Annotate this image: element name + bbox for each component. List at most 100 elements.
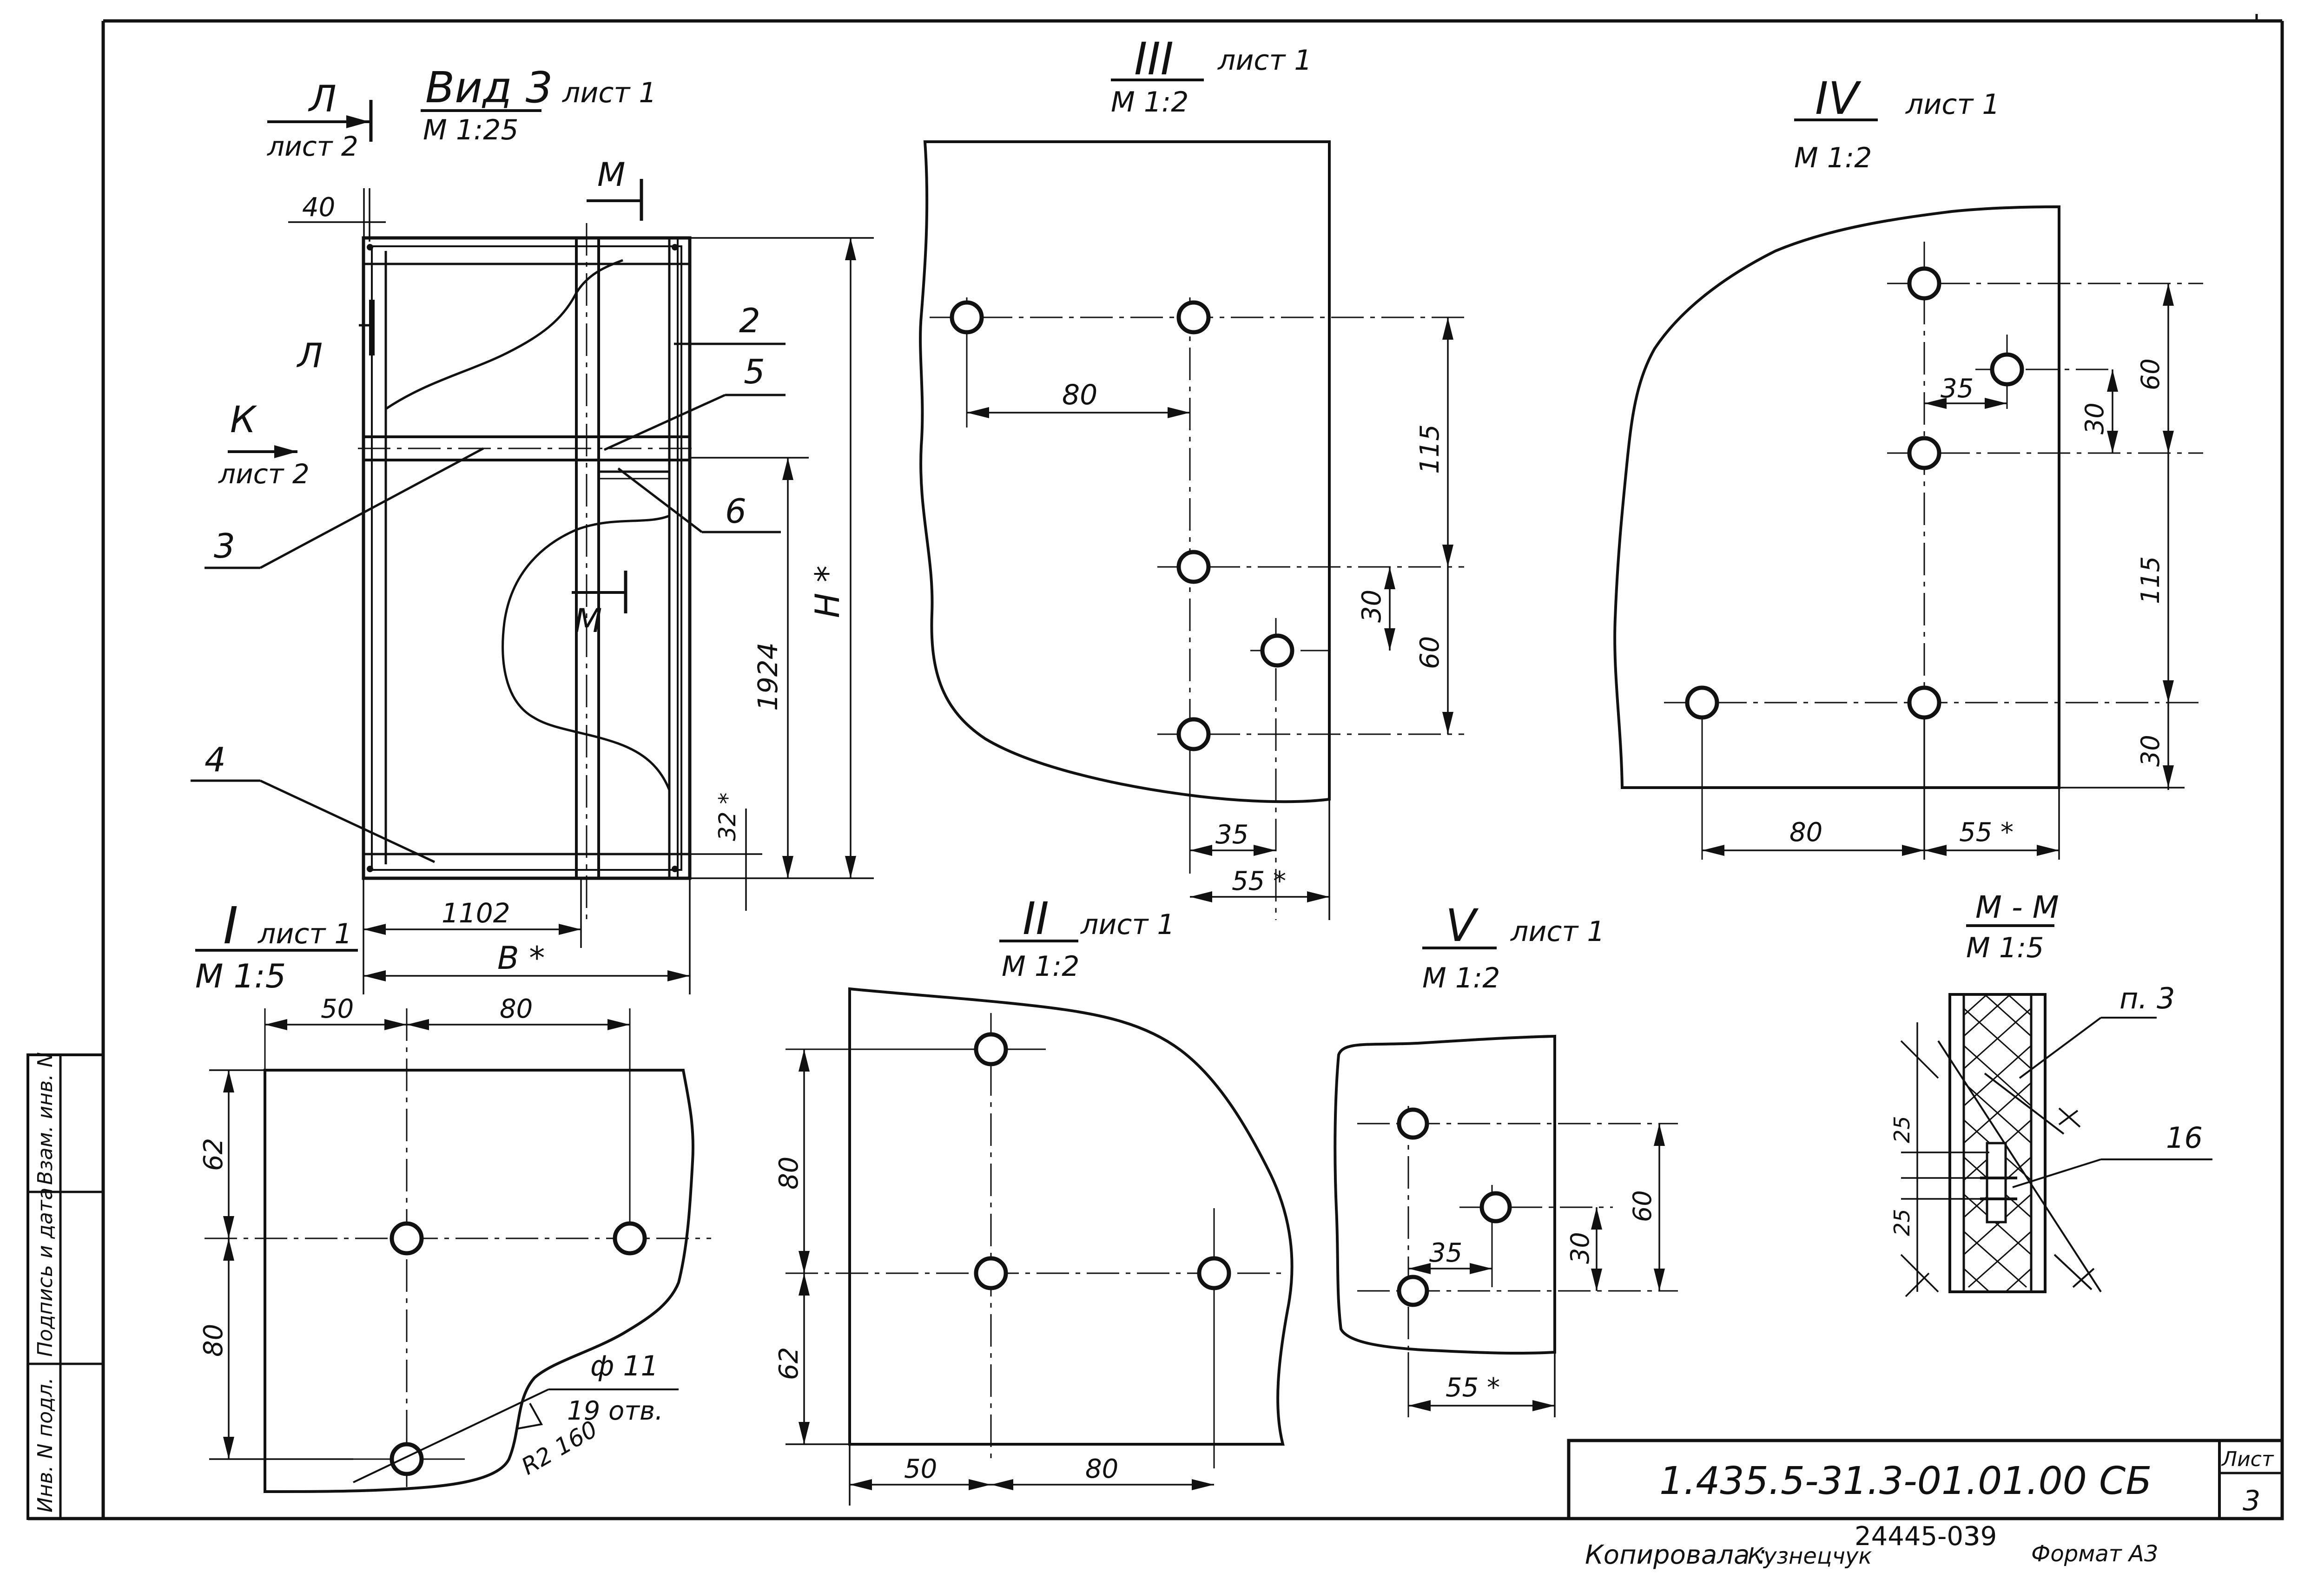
side-stamp: Взам. инв. N Подпись и дата Инв. N подл. [26, 1052, 105, 1520]
view-z-sheet: лист 1 [562, 77, 657, 109]
view-i-dim-62: 62 [198, 1138, 229, 1171]
view-iii-dim-55: 55 * [1232, 866, 1286, 896]
hole-icon [1176, 300, 1211, 335]
view-z-section-l-sheet: лист 2 [267, 131, 358, 162]
hole-icon [1260, 633, 1294, 668]
hole-icon [1907, 266, 1941, 301]
view-iii-dim-35: 35 [1215, 820, 1248, 850]
side-stamp-inventory: Инв. N подл. [33, 1377, 57, 1513]
view-z-title: Вид 3 [425, 63, 553, 112]
view-iv-sheet: лист 1 [1905, 88, 2000, 121]
sheet-value: 3 [2243, 1485, 2260, 1517]
view-z-callout-3: 3 [214, 526, 235, 566]
view-iii: III лист 1 М 1:2 80 115 60 30 [919, 33, 1464, 920]
view-ii: II лист 1 М 1:2 80 62 50 80 [774, 893, 1294, 1506]
view-iv-dim-55: 55 * [1959, 817, 2014, 848]
view-i-dim-80: 80 [500, 994, 533, 1024]
view-z-dim-h: Н * [808, 566, 847, 618]
view-i-hole-note: ф 11 [590, 1350, 659, 1382]
view-v-dim-35: 35 [1429, 1238, 1462, 1268]
view-v-scale: М 1:2 [1422, 962, 1500, 994]
view-ii-dim-80h: 80 [1085, 1454, 1118, 1484]
view-i-dim-50: 50 [321, 994, 354, 1024]
sheet-label: Лист [2221, 1447, 2274, 1471]
view-iv-dim-60: 60 [2136, 358, 2165, 390]
view-z-dim-32: 32 * [714, 792, 741, 841]
view-i-scale: М 1:5 [195, 957, 286, 995]
view-iii-scale: М 1:2 [1111, 86, 1188, 118]
view-iv-dim-30: 30 [2080, 402, 2109, 434]
view-z-callout-2: 2 [739, 301, 760, 340]
hole-icon [390, 1221, 424, 1256]
section-arrow-icon [346, 115, 370, 128]
hole-icon [1176, 550, 1211, 584]
view-ii-title: II [1023, 893, 1049, 945]
view-iii-sheet: лист 1 [1217, 44, 1312, 77]
view-iv: IV лист 1 М 1:2 35 30 60 115 30 [1613, 72, 2203, 860]
hole-icon [1479, 1191, 1512, 1224]
view-i-title: I [223, 896, 238, 955]
hole-icon [1685, 685, 1719, 720]
view-iv-scale: М 1:2 [1794, 142, 1872, 174]
hole-icon [1990, 352, 2024, 387]
view-i-sheet: лист 1 [257, 918, 352, 950]
side-stamp-replace: Взам. инв. N [33, 1052, 57, 1185]
section-mm-title: М - М [1975, 889, 2059, 925]
view-ii-scale: М 1:2 [1002, 950, 1079, 983]
view-v-sheet: лист 1 [1510, 915, 1605, 948]
view-v-dim-55: 55 * [1446, 1373, 1500, 1403]
view-z-section-k-label: К [230, 399, 257, 441]
section-mm-scale: М 1:5 [1966, 932, 2044, 964]
view-z-callout-5: 5 [744, 352, 765, 391]
hole-icon [1397, 1107, 1429, 1140]
footer: Копировала : Кузнецчук 24445-03 39 Форма… [1585, 1521, 2158, 1570]
view-ii-sheet: лист 1 [1080, 908, 1175, 941]
view-i-hole-count: 19 отв. [567, 1396, 663, 1426]
view-i-radius: R2 160 [517, 1415, 602, 1480]
side-stamp-signature: Подпись и дата [33, 1188, 57, 1357]
view-z-callout-6: 6 [725, 492, 746, 531]
view-iv-title: IV [1815, 72, 1862, 125]
footer-copier: Кузнецчук [1748, 1543, 1872, 1569]
view-ii-dim-62: 62 [774, 1347, 804, 1380]
view-z: Л лист 2 Вид 3 лист 1 М 1:25 М 40 [191, 63, 874, 994]
view-z-dim-1924: 1924 [752, 642, 784, 711]
view-z-section-l-label: Л [308, 79, 337, 120]
view-iii-title: III [1134, 33, 1174, 85]
footer-archive-sheet: 39 [1964, 1521, 1997, 1552]
section-mm-dim-25a: 25 [1889, 1116, 1915, 1143]
view-i: I лист 1 М 1:5 50 80 62 80 ф 11 1 [195, 896, 711, 1493]
section-mm-dim-25b: 25 [1889, 1209, 1915, 1236]
hole-icon [974, 1256, 1008, 1290]
view-iv-dim-80: 80 [1789, 817, 1822, 848]
section-mm-callout-16: 16 [2166, 1121, 2203, 1155]
view-z-callout-4: 4 [205, 740, 226, 779]
view-v-dim-60: 60 [1628, 1190, 1657, 1222]
view-z-dim-1102: 1102 [442, 897, 510, 929]
view-iv-dim-30b: 30 [2136, 735, 2165, 767]
hole-icon [613, 1221, 647, 1256]
view-z-dim-40: 40 [302, 192, 335, 223]
view-z-section-m-mid: М [574, 602, 602, 640]
section-arrow-icon [274, 445, 297, 458]
footer-copied-label: Копировала : [1585, 1540, 1767, 1570]
view-z-dim-b: В * [497, 940, 545, 977]
hole-icon [1907, 436, 1941, 470]
view-iv-dim-115: 115 [2136, 556, 2165, 604]
view-z-section-l-side: Л [296, 336, 323, 375]
view-v-dim-30: 30 [1565, 1232, 1595, 1264]
hole-icon [974, 1032, 1008, 1066]
hole-icon [1397, 1275, 1429, 1307]
section-mm-callout-p3: п. 3 [2119, 981, 2175, 1015]
section-mm: М - М М 1:5 25 25 п. 3 16 [1889, 889, 2212, 1297]
title-block: 1.435.5-31.3-01.01.00 СБ Лист 3 [1567, 1439, 2284, 1520]
hole-icon [950, 300, 984, 335]
hole-icon [1176, 717, 1211, 751]
hole-icon [390, 1442, 424, 1476]
view-v: V лист 1 М 1:2 35 30 60 55 * [1334, 900, 1678, 1417]
view-z-section-m-top: М [597, 156, 625, 194]
view-i-dim-80v: 80 [198, 1324, 229, 1357]
view-iii-dim-115: 115 [1415, 424, 1445, 474]
footer-format: Формат А3 [2031, 1541, 2158, 1567]
